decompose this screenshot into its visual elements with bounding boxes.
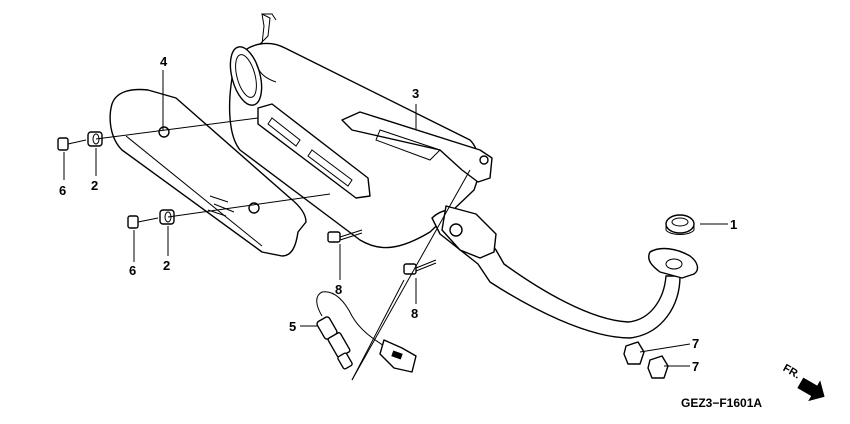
callout-1: 1 bbox=[730, 217, 737, 232]
nut-lower bbox=[647, 355, 669, 379]
protector-slot-plate bbox=[257, 103, 371, 199]
leader-lines bbox=[63, 70, 728, 381]
collar-lower bbox=[159, 209, 175, 225]
flange-bolt-right bbox=[403, 259, 437, 275]
muffler-body bbox=[228, 13, 480, 249]
callout-6-upper: 6 bbox=[59, 183, 66, 198]
callout-5: 5 bbox=[289, 319, 296, 334]
flange-bolt-left bbox=[327, 229, 363, 243]
callout-8-left: 8 bbox=[335, 282, 342, 297]
direction-label: FR. bbox=[781, 362, 802, 381]
forward-direction-indicator: FR. bbox=[781, 362, 825, 402]
callout-2-upper: 2 bbox=[91, 178, 98, 193]
muffler-bracket bbox=[341, 111, 493, 183]
forward-arrow-icon bbox=[797, 377, 825, 402]
callout-6-lower: 6 bbox=[129, 263, 136, 278]
bolt-lower bbox=[127, 215, 159, 229]
callout-2-lower: 2 bbox=[163, 258, 170, 273]
callout-7-upper: 7 bbox=[692, 336, 699, 351]
collar-upper bbox=[87, 131, 103, 147]
bolt-upper bbox=[57, 137, 87, 151]
nut-upper bbox=[623, 341, 645, 365]
oxygen-sensor bbox=[316, 291, 417, 373]
exhaust-pipe bbox=[431, 205, 699, 339]
callout-4: 4 bbox=[160, 54, 168, 69]
callout-3: 3 bbox=[412, 86, 419, 101]
callout-8-right: 8 bbox=[411, 306, 418, 321]
diagram-code: GEZ3−F1601A bbox=[681, 396, 762, 410]
exhaust-gasket bbox=[665, 214, 695, 235]
callout-7-lower: 7 bbox=[692, 359, 699, 374]
